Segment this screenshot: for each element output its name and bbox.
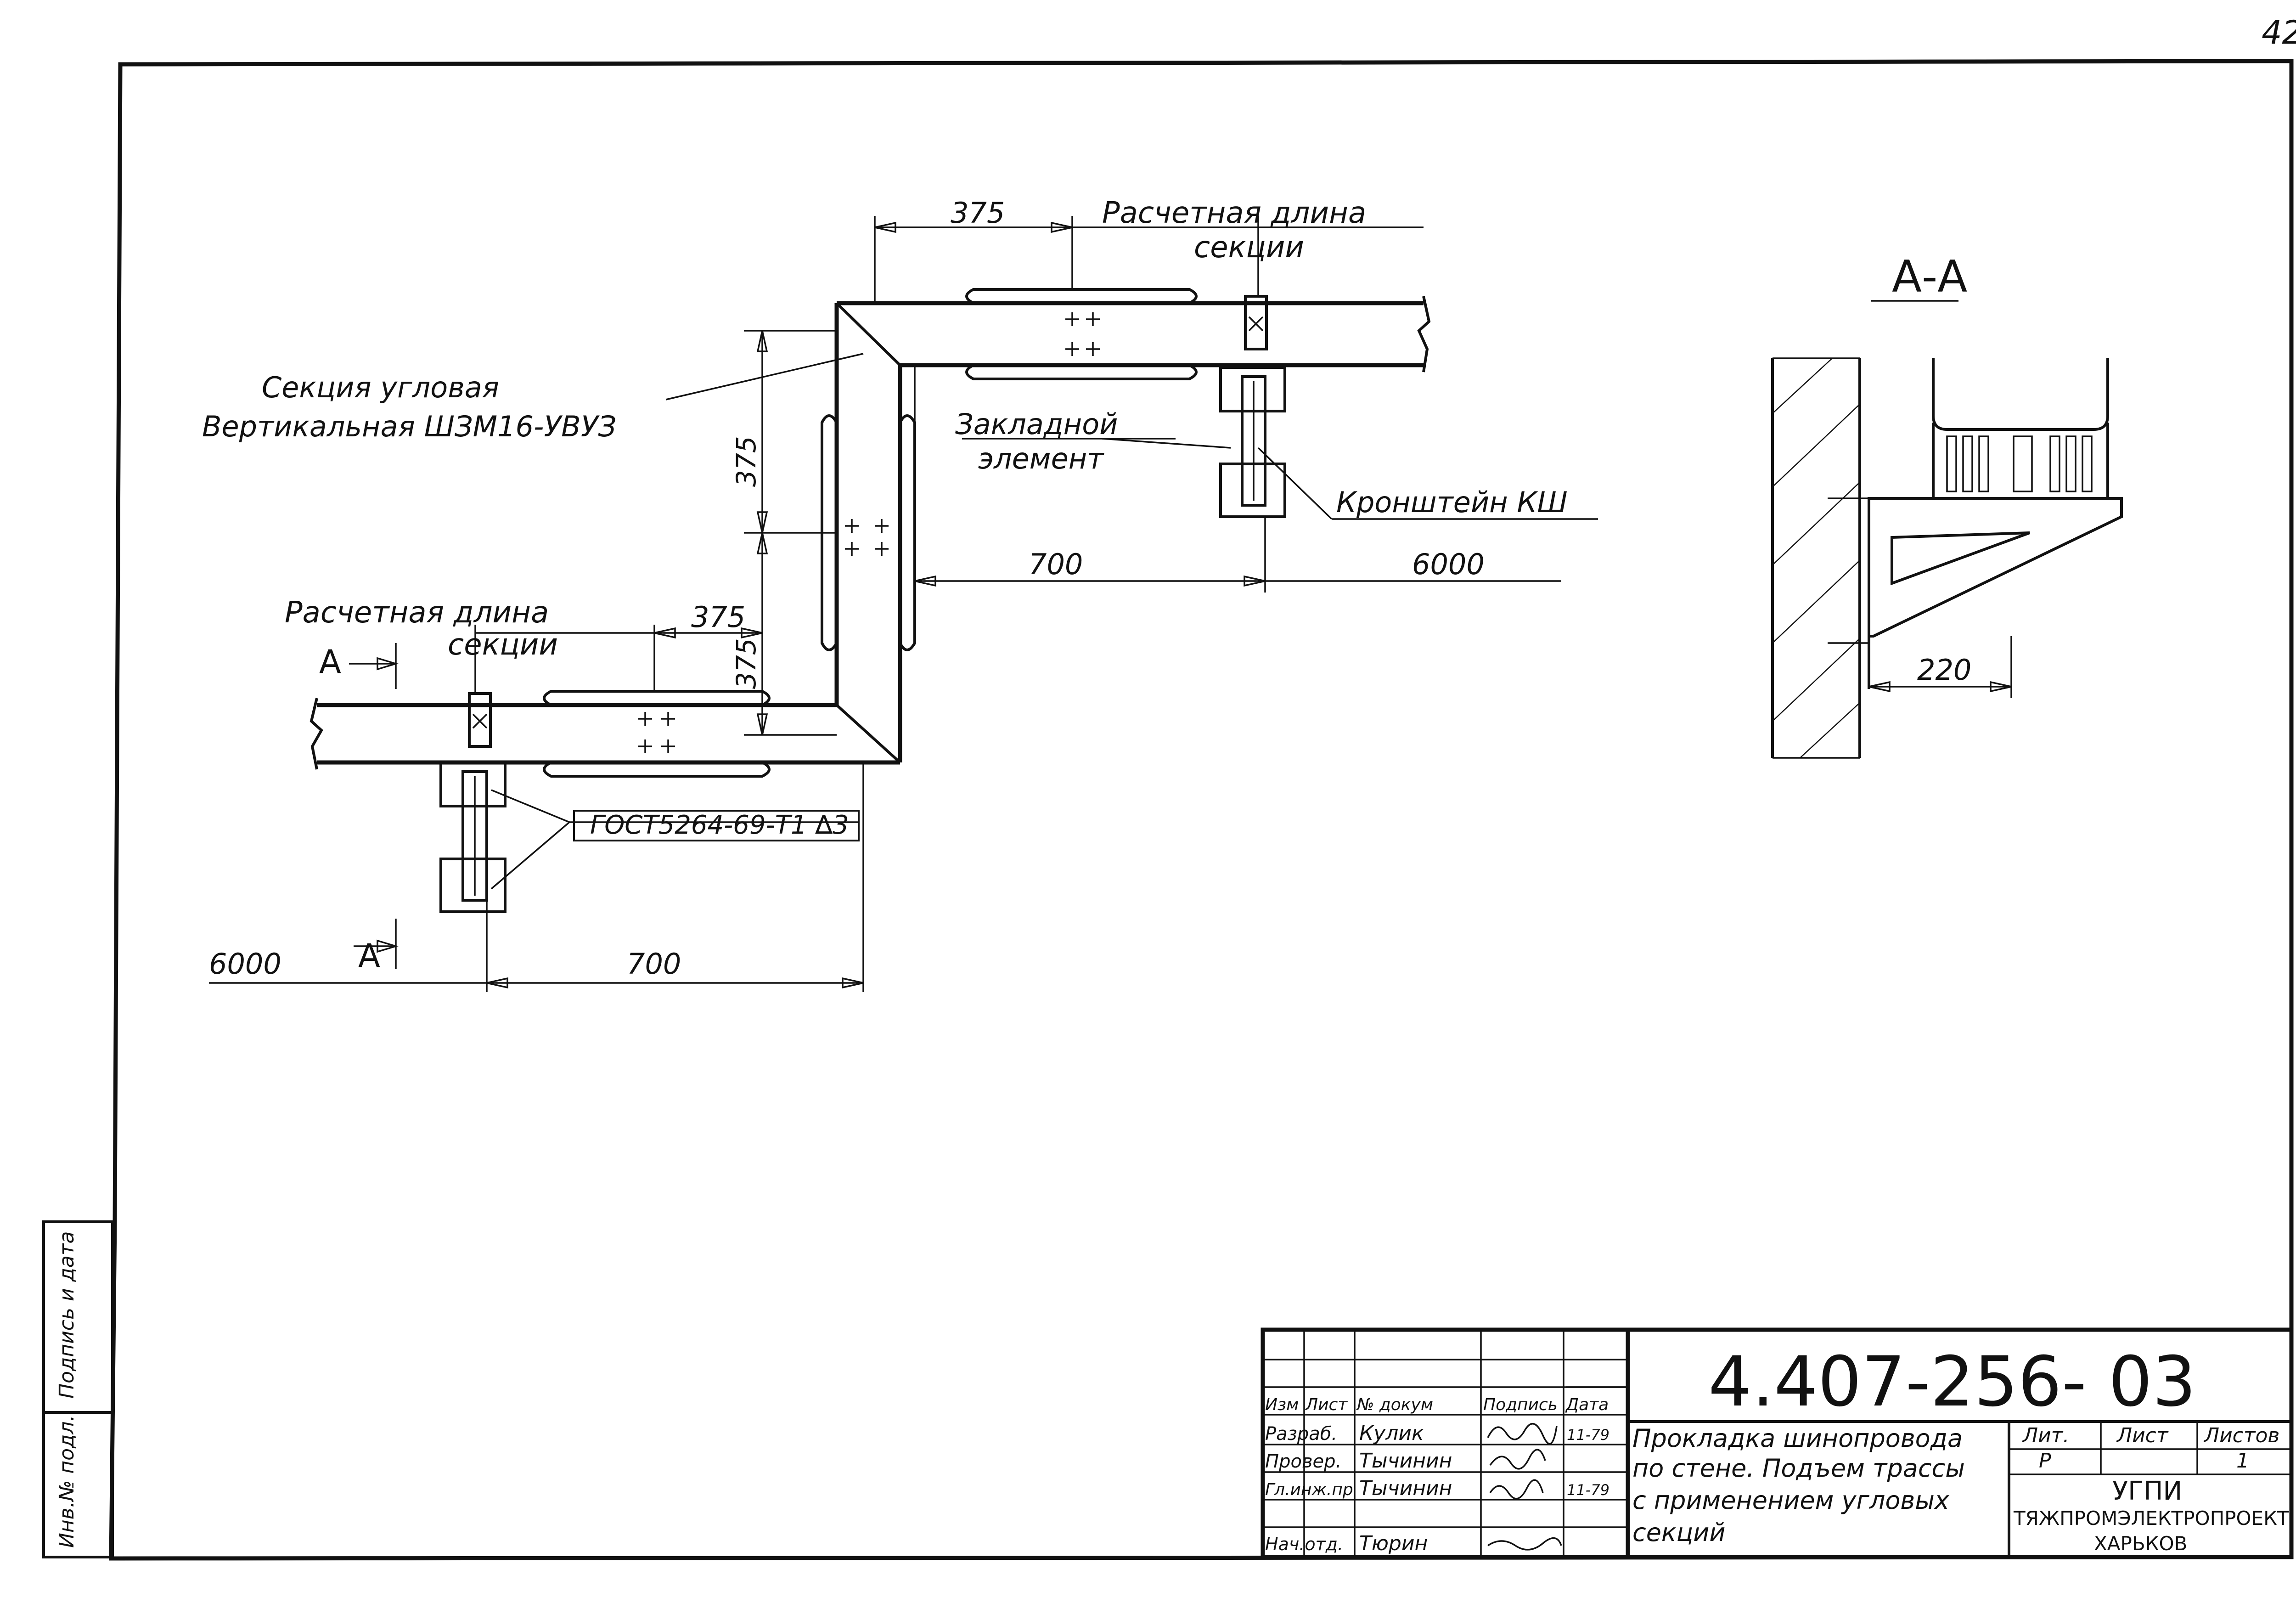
dim-vertical-375-lower: 375 xyxy=(731,638,762,689)
sheet-number: 42 xyxy=(2262,14,2296,51)
row-date-2: 11-79 xyxy=(1567,1481,1609,1499)
calc-length-top-line2: секции xyxy=(1194,231,1304,265)
dim-upper-6000: 6000 xyxy=(1412,548,1485,581)
signature-1 xyxy=(1487,1422,1558,1445)
title-line-2: по стене. Подъем трассы xyxy=(1632,1454,1965,1483)
sheets-value: 1 xyxy=(2236,1449,2249,1473)
dim-vertical-375-upper: 375 xyxy=(731,436,762,487)
side-stamp: Инв.№ подл. Подпись и дата xyxy=(42,1220,114,1558)
dim-top-375: 375 xyxy=(951,196,1005,230)
title-line-1: Прокладка шинопровода xyxy=(1632,1424,1963,1453)
calc-length-top-line1: Расчетная длина xyxy=(1102,196,1366,230)
dim-left-375: 375 xyxy=(691,600,745,634)
signature-3 xyxy=(1489,1479,1544,1500)
dim-upper-700: 700 xyxy=(1029,548,1083,581)
row-name-4: Тюрин xyxy=(1359,1532,1428,1555)
row-role-2: Гл.инж.пр xyxy=(1265,1480,1353,1499)
dim-section-220: 220 xyxy=(1917,653,1971,687)
row-role-4: Нач.отд. xyxy=(1265,1534,1343,1554)
row-name-2: Тычинин xyxy=(1359,1477,1452,1500)
busway-plan-view xyxy=(310,288,1431,913)
dimension-lines xyxy=(209,216,1598,992)
lit-value: Р xyxy=(2039,1449,2051,1473)
col-header-date: Дата xyxy=(1565,1395,1609,1414)
lit-header: Лит. xyxy=(2022,1424,2069,1447)
calc-length-left-line2: секции xyxy=(448,628,558,662)
weld-note-frame xyxy=(573,810,860,841)
weld-note: ГОСТ5264-69-Т1 ∆3 xyxy=(590,810,849,840)
embedded-element-line1: Закладной xyxy=(955,407,1118,441)
org-name-2: ТЯЖПРОМЭЛЕКТРОПРОЕКТ xyxy=(2013,1507,2289,1530)
dim-lower-700: 700 xyxy=(627,947,681,981)
title-line-3: с применением угловых xyxy=(1632,1486,1950,1515)
embedded-element-line2: элемент xyxy=(978,442,1104,475)
corner-section-label-line2: Вертикальная ШЗМ16-УВУЗ xyxy=(202,410,616,443)
section-a-a-view xyxy=(1771,300,2123,759)
row-name-1: Тычинин xyxy=(1359,1449,1452,1473)
corner-section-label-line1: Секция угловая xyxy=(262,371,499,404)
sheets-header: Листов xyxy=(2203,1424,2279,1447)
drawing-frame xyxy=(109,59,2294,1561)
signature-4 xyxy=(1487,1537,1562,1551)
col-header-signature: Подпись xyxy=(1483,1395,1558,1414)
calc-length-left-line1: Расчетная длина xyxy=(285,596,549,630)
section-label: А-А xyxy=(1892,252,1967,302)
sheet-header: Лист xyxy=(2116,1424,2169,1447)
col-header-change: Изм xyxy=(1265,1395,1299,1414)
title-line-4: секций xyxy=(1632,1518,1725,1547)
section-mark-top: А xyxy=(319,643,341,681)
bracket-label: Кронштейн КШ xyxy=(1336,485,1568,519)
signature-2 xyxy=(1489,1449,1546,1470)
title-block: Изм Лист № докум Подпись Дата Разраб. Ку… xyxy=(1261,1327,2294,1559)
row-role-1: Провер. xyxy=(1265,1451,1341,1472)
org-name-1: УГПИ xyxy=(2112,1476,2182,1506)
section-mark-bottom: А xyxy=(358,937,380,975)
row-role-0: Разраб. xyxy=(1265,1423,1337,1445)
col-header-sheet: Лист xyxy=(1305,1395,1348,1414)
drawing-labels: А-А Расчетная длина секции Расчетная дли… xyxy=(202,196,1971,981)
col-header-doc: № докум xyxy=(1356,1395,1433,1414)
row-name-0: Кулик xyxy=(1359,1422,1424,1445)
org-name-3: ХАРЬКОВ xyxy=(2094,1532,2187,1555)
document-code: 4.407-256- 03 xyxy=(1708,1342,2196,1422)
stamp-inventory: Инв.№ подл. xyxy=(55,1415,79,1548)
stamp-sign-date: Подпись и дата xyxy=(55,1231,79,1399)
dim-lower-6000: 6000 xyxy=(209,947,281,981)
row-date-0: 11-79 xyxy=(1567,1426,1609,1444)
